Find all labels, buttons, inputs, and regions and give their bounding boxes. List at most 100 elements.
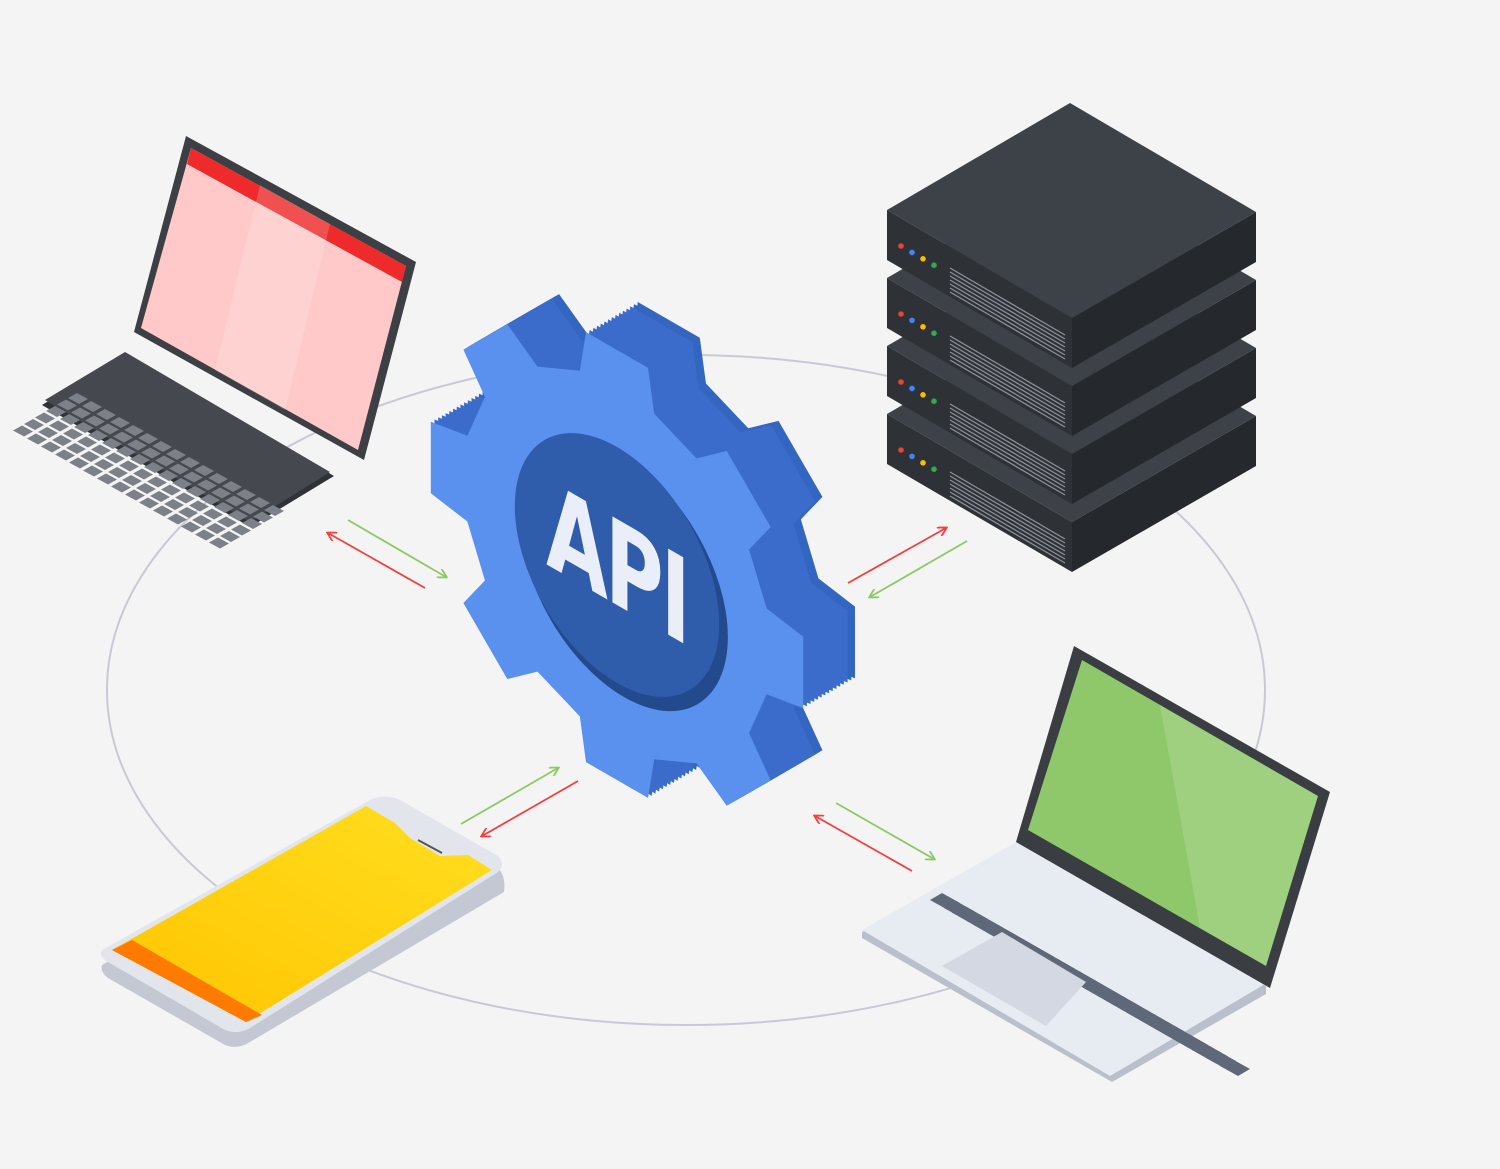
- server-vent: [949, 271, 1066, 340]
- keyboard-key: [13, 425, 33, 437]
- server-vent: [949, 339, 1066, 408]
- screen-glare: [215, 185, 330, 410]
- server-led: [931, 262, 937, 269]
- keyboard-key: [189, 500, 209, 512]
- laptop: [862, 646, 1330, 1082]
- keyboard-key: [172, 478, 192, 489]
- keyboard-key: [111, 481, 131, 493]
- keyboard-key: [127, 439, 147, 451]
- server-led: [931, 398, 937, 405]
- keyboard-key: [139, 497, 159, 509]
- server-led: [920, 324, 926, 330]
- laptop-screen-display: [1028, 660, 1318, 966]
- server-vent: [949, 483, 1066, 552]
- keyboard-key: [181, 521, 201, 533]
- keyboard-key: [183, 471, 203, 483]
- server-side: [1072, 280, 1256, 436]
- response-arrow-server: [870, 540, 968, 597]
- server-led: [931, 330, 937, 337]
- keyboard-key: [91, 444, 111, 456]
- keyboard-key: [136, 483, 156, 494]
- keyboard-key: [194, 465, 214, 476]
- server-led: [909, 385, 915, 392]
- screen-display: [141, 148, 406, 450]
- server-led: [898, 243, 904, 249]
- smartphone: [100, 796, 505, 1047]
- server-vent: [949, 267, 1066, 336]
- keyboard-key: [169, 463, 189, 475]
- keyboard-key: [225, 495, 245, 507]
- keyboard-key: [69, 457, 89, 469]
- desktop-laptop: [13, 136, 416, 549]
- request-arrow-phone: [482, 780, 579, 836]
- keyboard-key: [55, 449, 75, 461]
- keyboard-key: [178, 507, 198, 518]
- response-arrow-desktop: [347, 519, 446, 577]
- keyboard-key: [217, 516, 237, 528]
- keyboard-key: [24, 419, 44, 430]
- keyboard-key: [99, 423, 119, 435]
- keyboard-key: [192, 515, 212, 526]
- server-side: [1072, 348, 1256, 504]
- keyboard-key: [71, 407, 91, 419]
- keyboard-key: [167, 513, 187, 525]
- keyboard-key: [138, 433, 158, 444]
- server-led: [909, 249, 915, 256]
- keyboard-key: [52, 435, 72, 446]
- keyboard-key: [175, 492, 195, 504]
- keyboard-key: [88, 430, 108, 441]
- keyboard-key: [186, 486, 206, 497]
- server-vent: [949, 471, 1066, 540]
- keyboard-key: [152, 441, 172, 452]
- keyboard-key: [83, 465, 103, 477]
- api-gear: API: [430, 294, 855, 806]
- server-stack: [887, 103, 1256, 572]
- server-vent: [949, 491, 1066, 560]
- keyboard-key: [60, 414, 80, 425]
- laptop-key: [1198, 1046, 1228, 1064]
- server-vent: [949, 411, 1066, 480]
- server-led: [898, 379, 904, 385]
- data-flow-arrows: [328, 519, 968, 872]
- phone-nav-bar: [112, 940, 262, 1022]
- request-arrow-laptop: [815, 816, 913, 872]
- keyboard-key: [77, 436, 97, 448]
- keyboard-key: [164, 499, 184, 510]
- keyboard-key: [94, 459, 114, 470]
- keyboard-key: [242, 518, 262, 529]
- keyboard-key: [166, 449, 186, 460]
- keyboard-key: [41, 441, 61, 453]
- keyboard-key: [214, 502, 234, 513]
- keyboard-key: [208, 473, 228, 484]
- keyboard-key: [197, 479, 217, 491]
- keyboard-key: [116, 446, 136, 457]
- server-unit: [887, 103, 1256, 368]
- keyboard-key: [144, 462, 164, 473]
- keyboard-key: [264, 505, 284, 516]
- keyboard-key: [85, 415, 105, 427]
- server-side: [1072, 416, 1256, 572]
- keyboard-key: [125, 489, 145, 501]
- keyboard-key: [122, 475, 142, 486]
- server-led: [909, 453, 915, 460]
- server-led: [898, 311, 904, 317]
- server-vent: [949, 407, 1066, 476]
- server-vent: [949, 479, 1066, 548]
- keyboard-key: [63, 428, 83, 440]
- phone-speaker: [417, 839, 443, 854]
- server-vent: [949, 335, 1066, 404]
- gear-disc: [514, 433, 720, 697]
- laptop-key: [1220, 1059, 1250, 1076]
- keyboard-key: [102, 438, 122, 449]
- server-vent: [949, 359, 1066, 428]
- server-vent: [949, 475, 1066, 544]
- server-vent: [949, 419, 1066, 488]
- keyboard-top: [45, 352, 330, 522]
- request-arrow-server: [847, 528, 946, 584]
- server-vent: [949, 283, 1066, 352]
- keyboard-key: [153, 505, 173, 517]
- trackpad: [942, 932, 1086, 1026]
- keyboard-key: [96, 409, 116, 420]
- keyboard-key: [66, 443, 86, 454]
- keyboard-key: [105, 452, 125, 464]
